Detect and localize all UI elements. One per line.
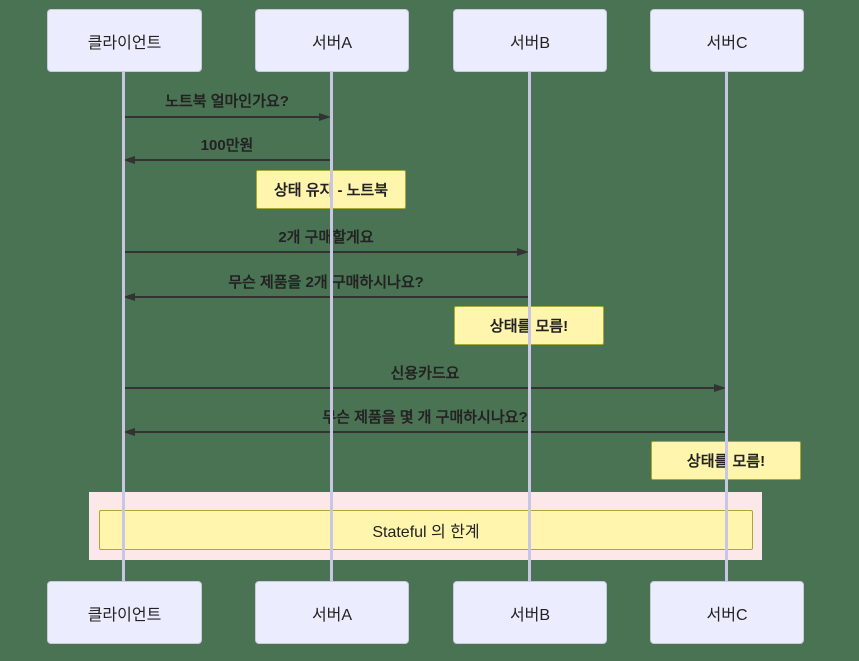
message-1-label: 노트북 얼마인가요? xyxy=(165,93,289,110)
message-3-label: 2개 구매할게요 xyxy=(278,229,374,246)
message-4-label: 무슨 제품을 2개 구매하시나요? xyxy=(228,274,424,291)
message-3-arrowhead-icon xyxy=(517,248,529,256)
actor-label: 서버C xyxy=(706,606,748,624)
actor-bottom-serverC: 서버C xyxy=(650,581,804,644)
actor-bottom-serverA: 서버A xyxy=(255,581,409,644)
message-6-label: 무슨 제품을 몇 개 구매하시나요? xyxy=(322,409,528,426)
lifeline-client xyxy=(122,72,125,581)
lifeline-serverA xyxy=(330,72,333,581)
actor-top-client: 클라이언트 xyxy=(47,9,202,72)
lifeline-serverB xyxy=(528,72,531,581)
message-6-line xyxy=(135,431,726,433)
actor-label: 서버C xyxy=(706,34,748,52)
highlight-note: Stateful 의 한계 xyxy=(99,510,753,550)
actor-label: 클라이언트 xyxy=(87,606,162,624)
message-1-arrowhead-icon xyxy=(319,113,331,121)
message-3-line xyxy=(123,251,519,253)
highlight-note-text: Stateful 의 한계 xyxy=(372,524,480,541)
message-1-line xyxy=(123,116,321,118)
message-5-label: 신용카드요 xyxy=(390,365,460,382)
actor-label: 서버A xyxy=(311,34,353,52)
message-2-arrowhead-icon xyxy=(123,156,135,164)
actor-top-serverA: 서버A xyxy=(255,9,409,72)
message-5-arrowhead-icon xyxy=(714,384,726,392)
actor-label: 클라이언트 xyxy=(87,34,162,52)
message-4-arrowhead-icon xyxy=(123,293,135,301)
actor-label: 서버B xyxy=(509,34,551,52)
actor-label: 서버B xyxy=(509,606,551,624)
message-5-line xyxy=(123,387,716,389)
lifeline-serverC xyxy=(725,72,728,581)
actor-top-serverC: 서버C xyxy=(650,9,804,72)
actor-bottom-serverB: 서버B xyxy=(453,581,607,644)
message-6-arrowhead-icon xyxy=(123,428,135,436)
actor-bottom-client: 클라이언트 xyxy=(47,581,202,644)
actor-top-serverB: 서버B xyxy=(453,9,607,72)
message-2-line xyxy=(135,159,331,161)
message-2-label: 100만원 xyxy=(200,137,254,154)
actor-label: 서버A xyxy=(311,606,353,624)
